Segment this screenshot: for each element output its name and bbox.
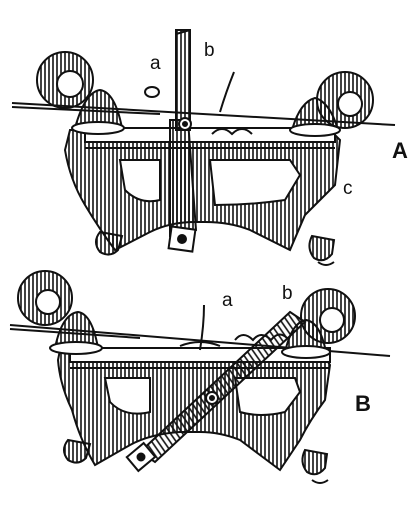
view-b-foot-right [301,448,329,476]
view-b-foot-left [63,438,92,464]
label-view-a: A [392,138,408,163]
label-top-b: b [204,40,215,61]
view-b-knot [234,333,288,342]
view-b-apparatus [9,270,391,484]
view-a-foot-right [308,234,336,262]
label-view-b: B [355,391,371,416]
label-bottom-b: b [282,283,293,304]
view-b-insulator-left [53,310,100,349]
view-b-lever [138,310,307,464]
view-a-apparatus [11,29,396,266]
view-a-top-rail [84,127,336,143]
label-top-a: a [150,53,161,74]
view-a-knot [211,128,253,136]
view-a-insulator-left [73,88,124,129]
label-top-c: c [343,178,353,199]
view-a-foot-left [95,230,124,256]
labels: a b c A a b B [150,40,408,416]
label-bottom-a: a [222,290,233,311]
